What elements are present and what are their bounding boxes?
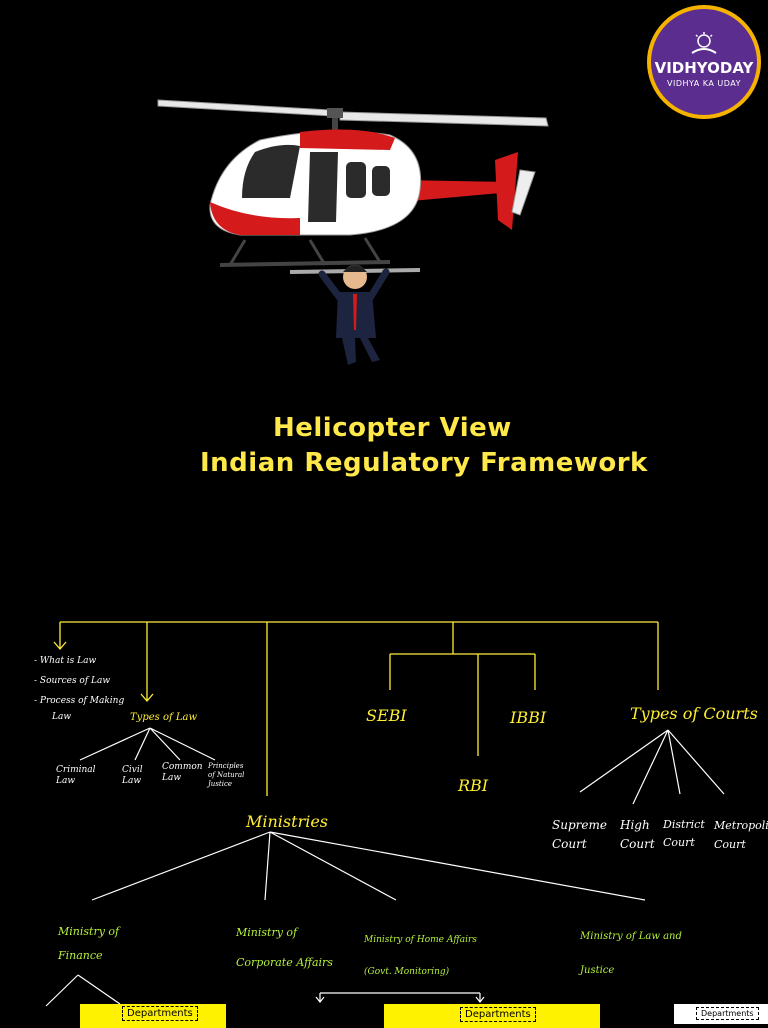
law-note: - Sources of Law	[34, 676, 111, 686]
law-type: Common Law	[162, 762, 203, 783]
departments-box: Departments	[674, 1004, 768, 1024]
court-type: Supreme Court	[552, 818, 607, 851]
regulator-sebi: SEBI	[366, 706, 407, 725]
departments-box: Departments	[384, 1004, 600, 1028]
law-type: Civil Law	[122, 765, 143, 786]
brand-logo: VIDHYODAY VIDHYA KA UDAY	[647, 5, 761, 119]
types-of-law-label: Types of Law	[130, 712, 198, 723]
title-line2: Indian Regulatory Framework	[200, 448, 648, 478]
law-note: - What is Law	[34, 656, 97, 666]
regulator-rbi: RBI	[458, 776, 489, 795]
departments-label: Departments	[122, 1006, 198, 1021]
law-type: Principles of Natural Justice	[208, 762, 245, 788]
law-note: Law	[52, 712, 72, 722]
title-line1: Helicopter View	[273, 413, 512, 443]
helicopter-illustration	[157, 99, 549, 365]
departments-label: Departments	[460, 1007, 536, 1022]
departments-label: Departments	[696, 1007, 759, 1020]
ministry-home-affairs: Ministry of Home Affairs (Govt. Monitori…	[364, 935, 477, 977]
regulator-ibbi: IBBI	[510, 708, 547, 727]
ministry-corporate-affairs: Ministry of Corporate Affairs	[236, 926, 333, 969]
law-note: - Process of Making	[34, 696, 125, 706]
types-of-courts-label: Types of Courts	[630, 704, 758, 723]
ministry-law-justice: Ministry of Law and Justice	[580, 931, 682, 976]
brand-tagline: VIDHYA KA UDAY	[666, 79, 742, 88]
court-type: Metropolitan Court	[714, 819, 768, 851]
court-type: District Court	[663, 818, 705, 849]
brand-name: VIDHYODAY	[654, 59, 754, 77]
ministries-label: Ministries	[246, 812, 329, 831]
ministry-finance: Ministry of Finance	[58, 925, 120, 962]
book-sun-icon	[691, 32, 717, 54]
departments-box: Departments	[80, 1004, 226, 1028]
law-type: Criminal Law	[56, 765, 96, 786]
court-type: High Court	[620, 818, 655, 851]
